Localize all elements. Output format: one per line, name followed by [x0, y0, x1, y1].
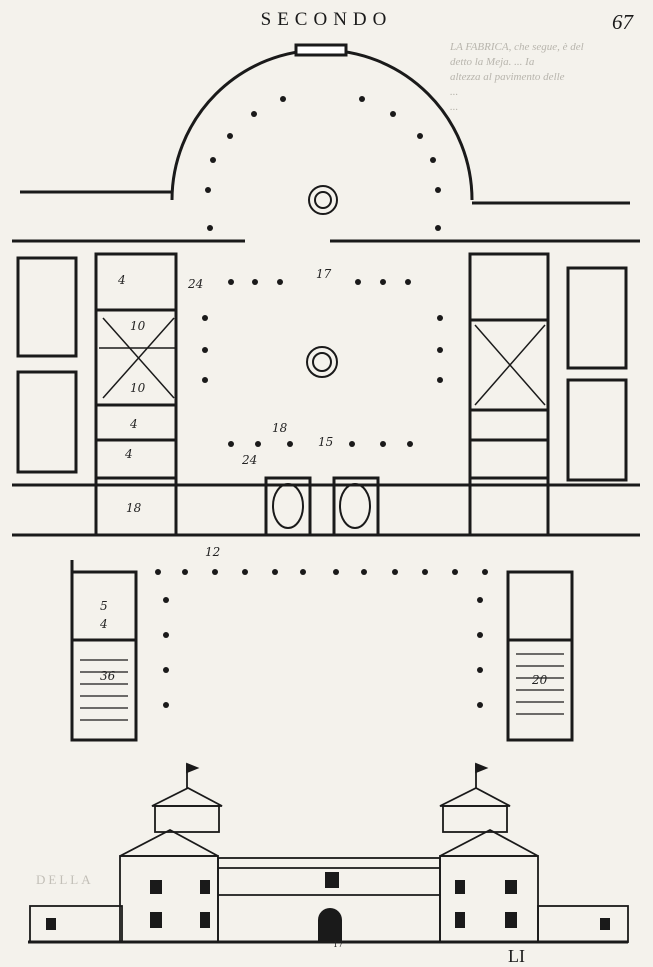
room-label: 10 — [130, 381, 146, 395]
room-label: 4 — [99, 617, 108, 631]
elevation-openings — [46, 872, 610, 942]
plan-columns — [155, 96, 488, 708]
running-head: SECONDO — [260, 9, 393, 30]
bleed-through-left: DELLA — [36, 872, 94, 887]
bleed-line: altezza al pavimento delle — [450, 71, 565, 83]
catchword: LI — [508, 946, 525, 966]
room-label: 15 — [318, 435, 333, 449]
room-label: 5 — [100, 599, 108, 613]
room-label: 24 — [241, 453, 257, 467]
bleed-line: detto la Meja. ... Ia — [450, 56, 535, 68]
plan-wells — [306, 185, 338, 378]
room-label: 36 — [100, 669, 116, 683]
room-label: 12 — [205, 545, 220, 559]
bleed-line: ... — [450, 86, 459, 98]
stable-stalls — [80, 653, 564, 721]
room-label: 4 — [124, 447, 133, 461]
room-label: 10 — [130, 319, 146, 333]
room-label: 24 — [187, 277, 203, 291]
room-label: 4 — [117, 273, 126, 287]
bleed-through-text: LA FABRICA, che segue, è del detto la Me… — [450, 40, 650, 115]
room-label: 20 — [531, 673, 548, 687]
room-labels: 4 4 10 10 4 18 24 17 24 15 18 12 5 4 36 … — [99, 267, 548, 687]
bleed-line: LA FABRICA, che segue, è del — [450, 41, 584, 53]
room-label: 4 — [129, 417, 138, 431]
room-label: 18 — [272, 421, 288, 435]
page-number: 67 — [612, 10, 633, 34]
scale-label: 17 — [333, 940, 343, 949]
room-label: 18 — [126, 501, 142, 515]
plan-walls — [12, 43, 640, 742]
room-label: 17 — [316, 267, 332, 281]
bleed-line: ... — [450, 101, 459, 113]
